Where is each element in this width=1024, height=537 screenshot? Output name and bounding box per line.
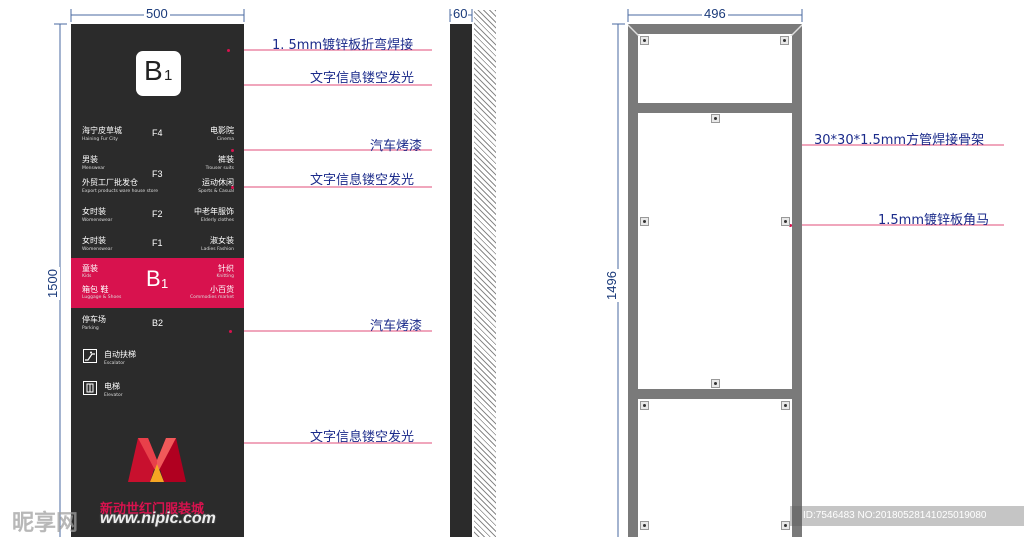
- band-right-en: Commodies market: [189, 295, 234, 300]
- floor-left-name: 海宁皮草城: [82, 126, 122, 135]
- floor-right-en: Elderly clothes: [200, 218, 234, 223]
- corner-bracket: [640, 217, 649, 226]
- band-right-en: Knitting: [216, 274, 234, 279]
- escalator-name: 自动扶梯: [104, 350, 136, 359]
- corner-bracket: [640, 36, 649, 45]
- band-left-en: Kids: [82, 274, 92, 279]
- callout-corner-bracket: 1.5mm镀锌板角马: [878, 213, 990, 228]
- band-code-sub: 1: [161, 276, 169, 291]
- callout-galvanized-sheet: 1. 5mm镀锌板折弯焊接: [272, 38, 414, 53]
- floor-right-en: Trouser suits: [205, 166, 234, 171]
- floor-left-en: Haining Fur City: [82, 137, 118, 142]
- band-right-name: 小百货: [210, 285, 234, 294]
- corner-bracket: [781, 401, 790, 410]
- corner-bracket: [781, 521, 790, 530]
- floor-left-en: Export products ware house store: [82, 189, 159, 194]
- floor-left-name: 女时装: [82, 236, 106, 245]
- callout-tube-frame: 30*30*1.5mm方管焊接骨架: [814, 133, 985, 148]
- floor-code: F3: [152, 169, 163, 179]
- corner-bracket: [640, 521, 649, 530]
- band-code-letter: B: [146, 266, 161, 291]
- floor-right-name: 淑女装: [210, 236, 234, 245]
- callout-dot: [229, 330, 232, 333]
- floor-code: F4: [152, 128, 163, 138]
- callout-hollow-light: 文字信息镂空发光: [310, 71, 415, 86]
- top-sign-letter: B: [144, 55, 163, 86]
- watermark-url: www.nipic.com: [100, 510, 216, 527]
- elevator-en: Elevator: [104, 393, 123, 398]
- parking-code: B2: [152, 318, 164, 328]
- callout-dot: [231, 186, 234, 189]
- side-view-panel: [450, 24, 472, 537]
- frame-width-label: 496: [702, 6, 728, 21]
- panel-height-label: 1500: [45, 267, 60, 300]
- watermark-id: ID:7546483 NO:20180528141025019080: [803, 510, 987, 521]
- watermark-id-bar: [790, 506, 1024, 526]
- corner-bracket: [711, 379, 720, 388]
- floor-left-en: Menswear: [82, 166, 105, 171]
- callout-car-paint: 汽车烤漆: [370, 319, 423, 334]
- floor-right-en: Sports & Casual: [198, 189, 234, 194]
- top-sign-subscript: 1: [164, 67, 173, 84]
- watermark-brand: 昵享网: [12, 511, 79, 536]
- parking-name: 停车场: [82, 315, 106, 324]
- callout-car-paint: 汽车烤漆: [370, 139, 423, 154]
- wall-hatch: [474, 10, 496, 537]
- callout-dot: [231, 149, 234, 152]
- mall-name-text: 新动世红门服装城: [100, 502, 205, 517]
- floor-right-name: 裤装: [218, 155, 234, 164]
- floor-right-en: Cinema: [216, 137, 234, 142]
- corner-bracket: [640, 401, 649, 410]
- band-left-name: 箱包 鞋: [82, 285, 109, 294]
- floor-right-en: Ladies Fashion: [201, 247, 234, 252]
- steel-frame: [628, 24, 802, 537]
- callout-dot: [227, 49, 230, 52]
- corner-bracket: [781, 217, 790, 226]
- band-right-name: 针织: [218, 264, 234, 273]
- escalator-icon: [83, 349, 97, 363]
- callout-hollow-light: 文字信息镂空发光: [310, 430, 415, 445]
- corner-bracket: [780, 36, 789, 45]
- floor-left-en: Womenswear: [82, 247, 113, 252]
- floor-right-name: 中老年服饰: [194, 207, 234, 216]
- panel-width-label: 500: [144, 6, 170, 21]
- callout-hollow-light: 文字信息镂空发光: [310, 173, 415, 188]
- frame-height-label: 1496: [604, 269, 619, 302]
- floor-left-en: Womenswear: [82, 218, 113, 223]
- band-left-en: Luggage & Shoes: [82, 295, 122, 300]
- corner-bracket: [711, 114, 720, 123]
- escalator-en: Escalator: [104, 361, 125, 366]
- floor-right-name: 电影院: [210, 126, 234, 135]
- elevator-icon: [83, 381, 97, 395]
- side-thickness-label: 60: [452, 6, 469, 21]
- floor-code: F2: [152, 209, 163, 219]
- band-left-name: 童装: [82, 264, 98, 273]
- floor-right-name: 运动休闲: [202, 178, 234, 187]
- elevator-name: 电梯: [104, 382, 120, 391]
- parking-en: Parking: [82, 326, 99, 331]
- callout-dot: [789, 224, 792, 227]
- m-logo-icon: [128, 438, 186, 482]
- floor-left-name: 男装: [82, 155, 98, 164]
- floor-left-name: 女时装: [82, 207, 106, 216]
- current-floor-band: [71, 258, 244, 308]
- floor-code: F1: [152, 238, 163, 248]
- top-sign-badge: B 1: [136, 51, 181, 96]
- floor-left-name: 外贸工厂批发仓: [82, 178, 138, 187]
